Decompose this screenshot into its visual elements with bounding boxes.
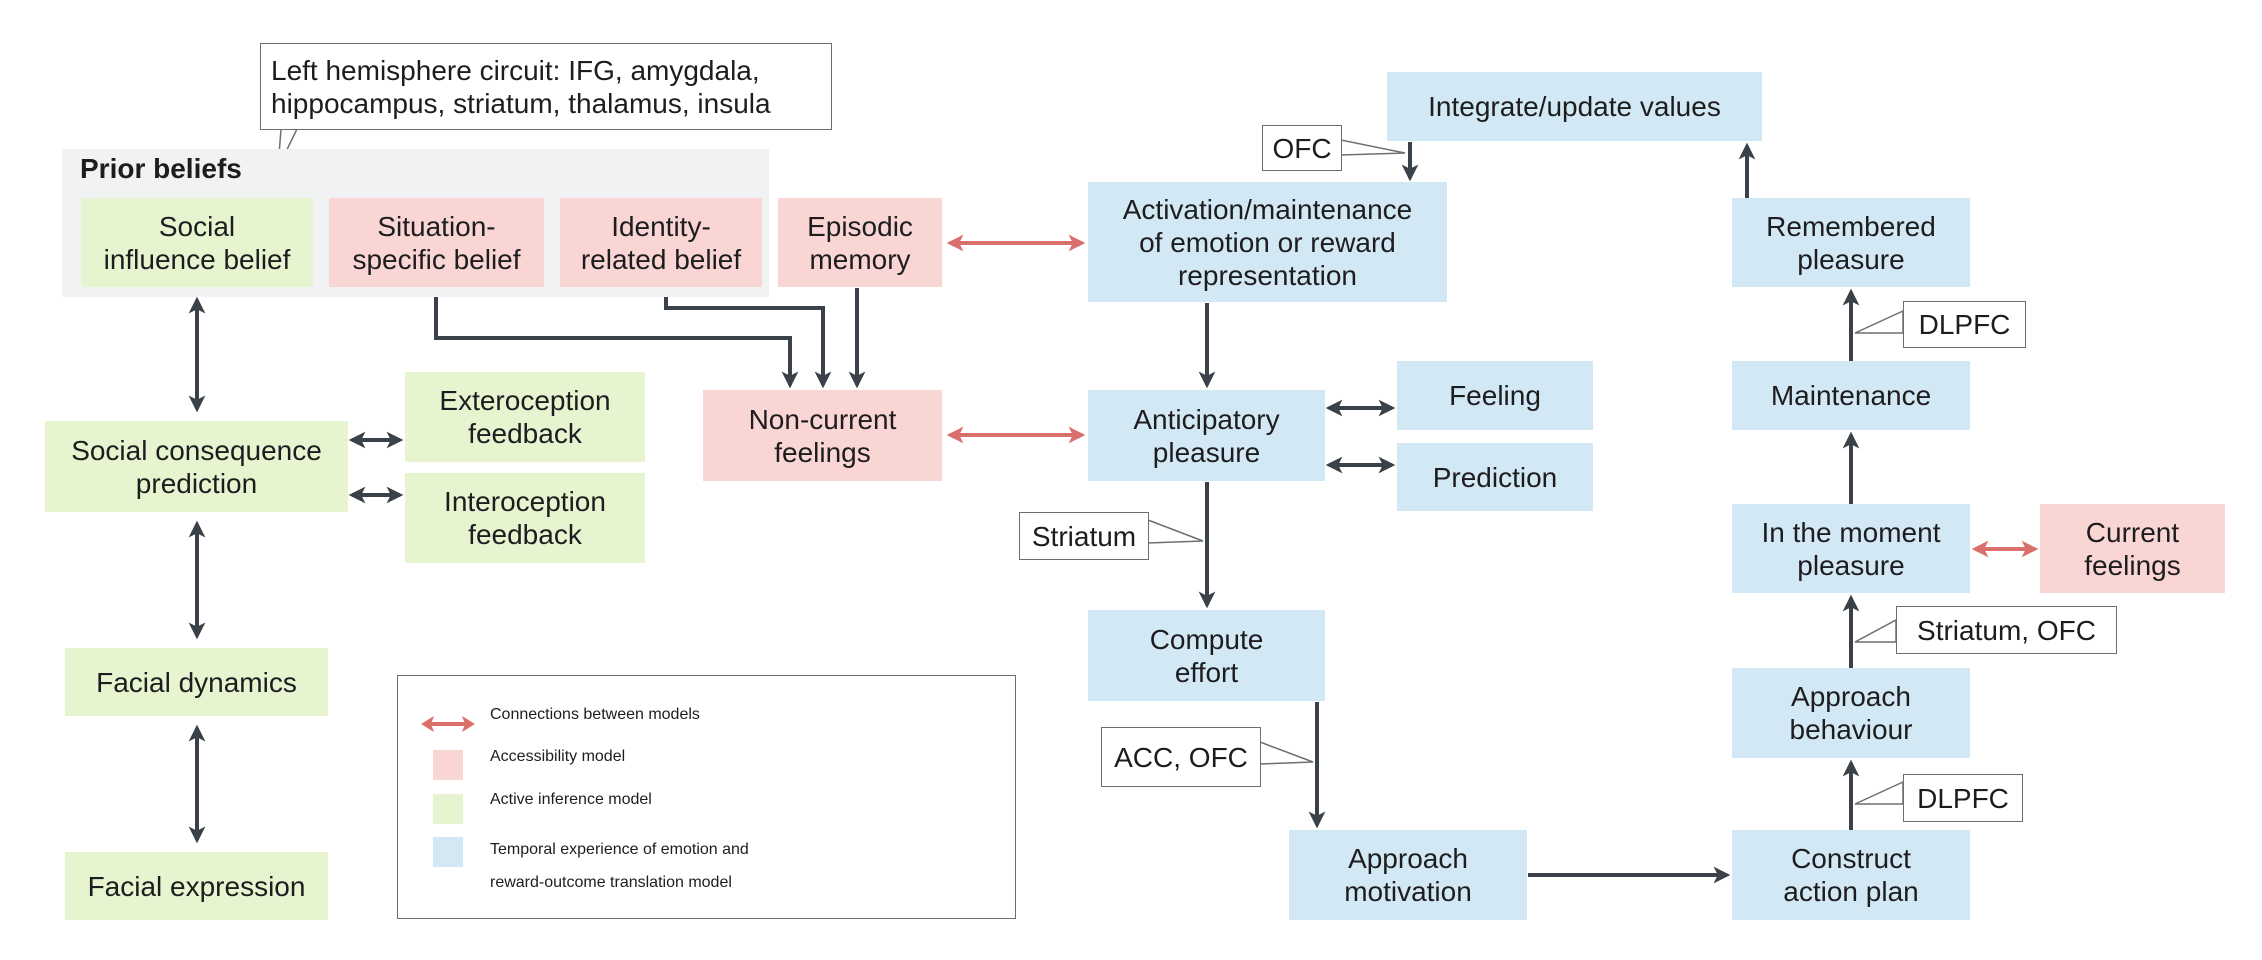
left-hemisphere-callout: Left hemisphere circuit: IFG, amygdala, … [260, 43, 832, 130]
node-episodic-memory[interactable]: Episodic memory [778, 198, 942, 287]
legend-label-accessibility: Accessibility model [490, 748, 626, 765]
node-label: Identity- related belief [580, 210, 742, 275]
node-maintenance[interactable]: Maintenance [1732, 361, 1970, 430]
callout-tail-dlpfc-bottom [1854, 780, 1904, 805]
node-label: Construct action plan [1783, 843, 1919, 907]
node-anticipatory-pleasure[interactable]: Anticipatory pleasure [1088, 390, 1325, 481]
node-label: Integrate/update values [1428, 91, 1721, 122]
callout-tail-ofc [1340, 139, 1406, 156]
node-label: Social consequence prediction [71, 434, 322, 499]
node-facial-expression[interactable]: Facial expression [65, 852, 328, 920]
node-in-the-moment-pleasure[interactable]: In the moment pleasure [1732, 504, 1970, 593]
node-non-current-feelings[interactable]: Non-current feelings [703, 390, 942, 481]
node-label: Interoception feedback [444, 486, 606, 550]
callout-striatum-ofc: Striatum, OFC [1896, 606, 2117, 654]
pink-swatch [433, 750, 463, 780]
node-label: Maintenance [1770, 380, 1932, 411]
node-interoception-feedback[interactable]: Interoception feedback [405, 473, 645, 563]
node-label: In the moment pleasure [1761, 516, 1941, 581]
node-prediction[interactable]: Prediction [1397, 443, 1593, 511]
legend-label-temporal: Temporal experience of emotion and rewar… [490, 841, 749, 891]
node-feeling[interactable]: Feeling [1397, 361, 1593, 430]
node-label: Current feelings [2084, 516, 2181, 581]
blue-swatch [433, 837, 463, 867]
callout-dlpfc-bottom: DLPFC [1903, 774, 2023, 822]
node-integrate-update-values[interactable]: Integrate/update values [1387, 72, 1762, 141]
node-label: Approach behaviour [1789, 681, 1913, 745]
node-label: Anticipatory pleasure [1133, 403, 1280, 468]
node-activation-maintenance[interactable]: Activation/maintenance of emotion or rew… [1088, 182, 1447, 302]
node-label: Remembered pleasure [1766, 210, 1936, 275]
node-approach-behaviour[interactable]: Approach behaviour [1732, 668, 1970, 758]
node-label: Exteroception feedback [439, 385, 611, 449]
callout-ofc: OFC [1262, 125, 1342, 171]
node-current-feelings[interactable]: Current feelings [2040, 504, 2225, 593]
callout-tail-acc-ofc [1259, 740, 1314, 765]
node-construct-action-plan[interactable]: Construct action plan [1732, 830, 1970, 920]
callout-tail-striatum-ofc [1854, 618, 1897, 643]
legend: Connections between models Accessibility… [397, 675, 1016, 919]
node-label: Facial dynamics [96, 666, 297, 698]
callout-dlpfc-top: DLPFC [1903, 301, 2026, 348]
arrow-situation-to-noncurrent [434, 288, 799, 389]
node-label: Activation/maintenance of emotion or rew… [1122, 193, 1413, 291]
node-label: Situation- specific belief [352, 210, 521, 275]
node-label: Feeling [1449, 380, 1541, 411]
callout-tail-dlpfc-top [1854, 309, 1904, 334]
legend-label-connections: Connections between models [490, 706, 700, 723]
node-label: Non-current feelings [748, 403, 897, 468]
legend-label-active-inference: Active inference model [490, 791, 652, 808]
node-facial-dynamics[interactable]: Facial dynamics [65, 648, 328, 716]
node-situation-specific-belief[interactable]: Situation- specific belief [329, 198, 544, 287]
node-label: Social influence belief [103, 210, 291, 275]
node-label: Prediction [1432, 461, 1558, 493]
prior-beliefs-title: Prior beliefs [80, 153, 242, 184]
node-label: Facial expression [87, 870, 306, 902]
node-identity-related-belief[interactable]: Identity- related belief [560, 198, 762, 287]
green-swatch [433, 794, 463, 824]
callout-tail-striatum [1147, 518, 1204, 544]
node-compute-effort[interactable]: Compute effort [1088, 610, 1325, 701]
node-social-influence-belief[interactable]: Social influence belief [81, 198, 313, 287]
node-remembered-pleasure[interactable]: Remembered pleasure [1732, 198, 1970, 287]
callout-striatum: Striatum [1019, 512, 1149, 560]
node-label: Compute effort [1149, 623, 1264, 688]
node-social-consequence-prediction[interactable]: Social consequence prediction [45, 421, 348, 512]
node-label: Episodic memory [807, 210, 913, 275]
node-exteroception-feedback[interactable]: Exteroception feedback [405, 372, 645, 462]
node-label: Approach motivation [1344, 843, 1472, 907]
node-approach-motivation[interactable]: Approach motivation [1289, 830, 1527, 920]
callout-acc-ofc: ACC, OFC [1101, 727, 1261, 787]
arrow-identity-to-noncurrent [664, 288, 832, 389]
red-double-arrow-icon [421, 716, 475, 732]
